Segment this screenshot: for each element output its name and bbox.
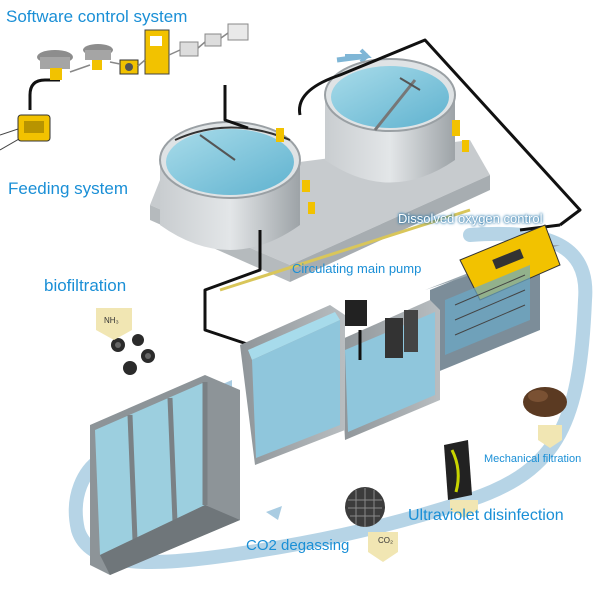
- co2-formula: CO₂: [378, 536, 394, 545]
- co2-marker: [368, 532, 398, 562]
- pipework: [0, 38, 582, 347]
- ammonia-formula: NH₃: [104, 316, 119, 325]
- co2-degassing-tank: [240, 305, 345, 465]
- bio-media: [111, 334, 155, 375]
- label-feeding-system: Feeding system: [8, 179, 128, 198]
- control-devices: [37, 23, 249, 80]
- drum-filter: [425, 224, 561, 375]
- biofilter-tanks: [90, 375, 240, 575]
- flow-arrow-icon: [266, 506, 282, 520]
- degassing-media-icon: [345, 487, 385, 527]
- label-biofiltration: biofiltration: [44, 276, 127, 295]
- uv-lamp-icon: [444, 440, 478, 518]
- label-circulating-pump: Circulating main pump: [292, 261, 422, 276]
- label-software-control: Software control system: [6, 7, 188, 26]
- feed-line: [219, 208, 471, 292]
- oxygen-sensors: [276, 120, 469, 214]
- uv-pump-tank: [340, 300, 440, 440]
- ammonia-marker: [96, 308, 132, 340]
- fish-tank-left: [159, 121, 301, 250]
- label-uv-disinfection: Ultraviolet disinfection: [408, 507, 564, 524]
- sludge-icon: [523, 387, 567, 448]
- fish-tank-right: [324, 58, 456, 183]
- feeder-device: [17, 114, 51, 142]
- label-dissolved-oxygen: Dissolved oxygen control: [398, 211, 543, 226]
- label-mechanical-filtration: Mechanical filtration: [484, 453, 582, 465]
- label-co2-degassing: CO2 degassing: [246, 537, 350, 554]
